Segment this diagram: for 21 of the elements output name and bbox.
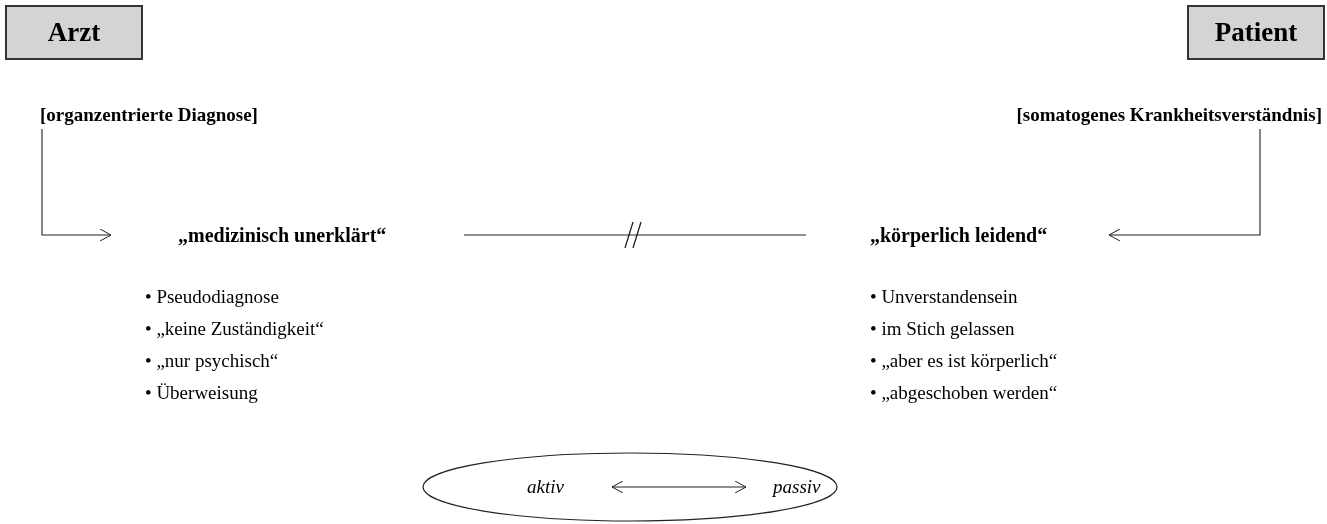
bullet-item: • „abgeschoben werden“ [870,381,1058,405]
connector [41,128,112,242]
pole-label: passiv [745,473,837,501]
role-box: Patient [1187,5,1325,60]
connector [1108,128,1261,242]
bullet-item: • „nur psychisch“ [145,349,280,373]
bullet-item: • Überweisung [145,381,259,405]
quote-heading: „medizinisch unerklärt“ [110,219,465,251]
quote-heading: „körperlich leidend“ [805,219,1110,251]
connector [611,480,747,494]
bullet-item: • im Stich gelassen [870,317,1016,341]
role-box: Arzt [5,5,143,60]
bracket-heading: [somatogenes Krankheitsverständnis] [880,100,1322,130]
bullet-item: • „aber es ist körperlich“ [870,349,1058,373]
bracket-heading: [organzentrierte Diagnose] [40,100,370,130]
pole-label: aktiv [527,473,613,501]
connector [463,234,807,236]
bullet-item: • „keine Zuständigkeit“ [145,317,324,341]
bullet-item: • Unverstandensein [870,285,1019,309]
bullet-item: • Pseudodiagnose [145,285,280,309]
ellipse-shape [422,452,838,522]
